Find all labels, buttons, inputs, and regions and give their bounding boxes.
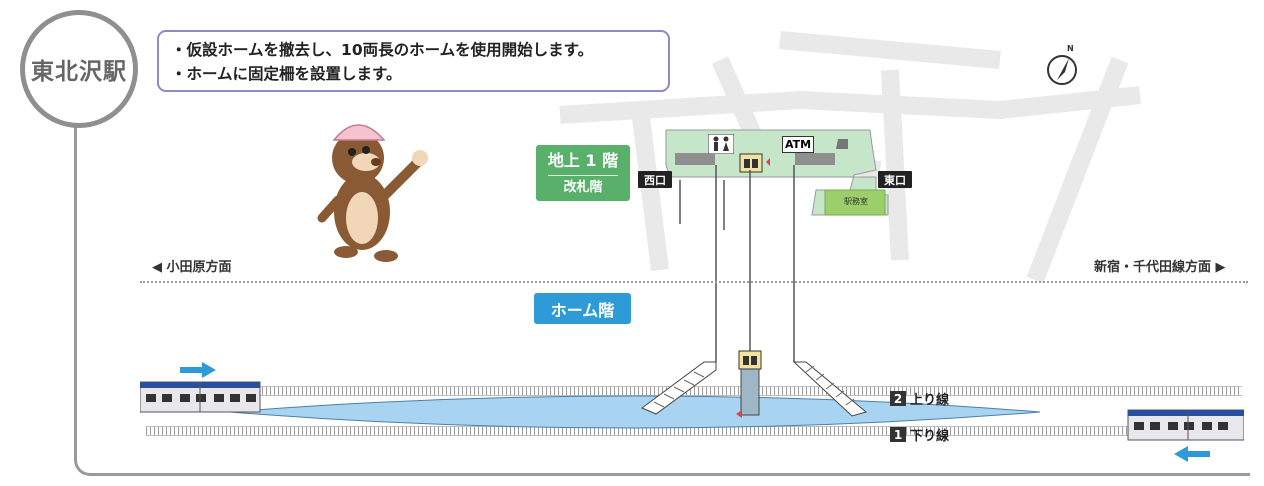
track-1-number: 1: [890, 427, 906, 442]
notice-line-1: ・仮設ホームを撤去し、10両長のホームを使用開始します。: [171, 41, 594, 59]
platform-island: [230, 395, 1040, 429]
train-left: [140, 381, 261, 413]
up-line-label: 上り線: [910, 393, 950, 408]
shinjuku-direction-label: 新宿・千代田線方面 ▶: [1094, 260, 1226, 275]
elevator-platform-icon: [738, 350, 762, 370]
notice-box: ・仮設ホームを撤去し、10両長のホームを使用開始します。 ・ホームに固定柵を設置…: [157, 30, 670, 92]
ticket-gate-floor-label: 改札階: [563, 179, 603, 195]
north-label: N: [1067, 44, 1074, 53]
mole-mascot-icon: [317, 124, 428, 262]
ground-floor-label: 地上 1 階: [547, 150, 619, 170]
toilet-icon: [708, 134, 734, 154]
atm-label: ATM: [782, 136, 814, 153]
floor-divider: [140, 281, 1248, 283]
track-1-label: 1 下り線: [890, 425, 949, 444]
track-2-number: 2: [890, 391, 906, 406]
left-arrow-icon: [1174, 446, 1210, 462]
frame-line: [74, 120, 1250, 476]
station-name: 東北沢駅: [20, 10, 138, 128]
ground-floor-badge: 地上 1 階 改札階: [536, 145, 630, 201]
train-right: [1127, 409, 1244, 441]
station-office-label: 駅務室: [844, 197, 868, 206]
east-exit-label: 東口: [878, 171, 912, 188]
track-2-label: 2 上り線: [890, 389, 949, 408]
badge-divider: [548, 174, 618, 176]
north-arrow-icon: [1047, 55, 1077, 85]
right-arrow-icon: [180, 362, 216, 378]
down-line-label: 下り線: [910, 429, 950, 444]
odawara-direction-label: ◀ 小田原方面: [152, 260, 232, 275]
notice-line-2: ・ホームに固定柵を設置します。: [171, 65, 402, 83]
west-exit-label: 西口: [638, 171, 672, 188]
elevator-upper-icon: [739, 153, 763, 173]
platform-floor-badge: ホーム階: [534, 293, 631, 324]
